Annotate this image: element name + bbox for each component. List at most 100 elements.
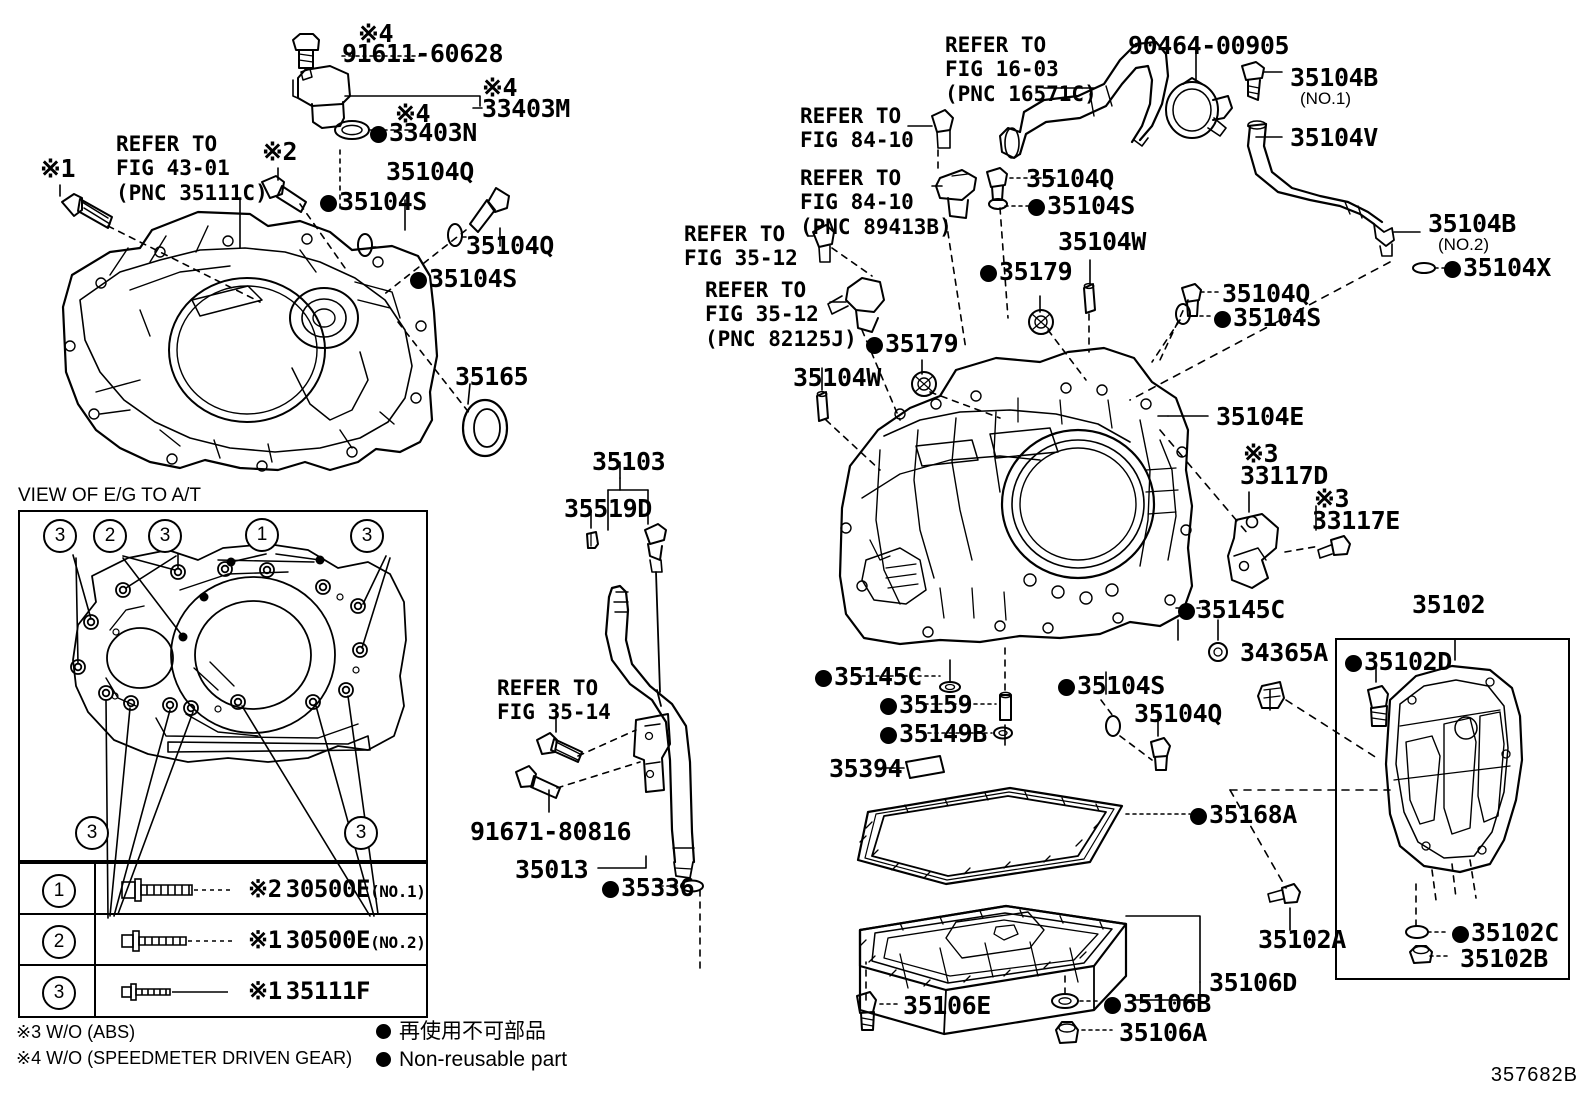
- callout-refer-fig-16-03: REFER TO FIG 16-03 (PNC 16571C): [945, 33, 1097, 106]
- callout-35336: 35336: [602, 874, 695, 901]
- non-reusable-dot: [1190, 808, 1207, 825]
- legend-non-reusable-jp: 再使用不可部品: [376, 1015, 546, 1045]
- non-reusable-dot: [815, 670, 832, 687]
- callout-33403N: 33403N: [370, 119, 477, 146]
- non-reusable-dot: [1345, 655, 1362, 672]
- non-reusable-dot: [1178, 603, 1195, 620]
- callout-35104Q-a: 35104Q: [386, 157, 474, 186]
- view-callout-3-b: 3: [148, 519, 182, 553]
- callout-35106A: 35106A: [1119, 1018, 1207, 1047]
- table-row-number: 1: [42, 874, 76, 908]
- callout-35104W-a: 35104W: [1058, 227, 1146, 256]
- callout-35104S-c: 35104S: [1028, 192, 1135, 219]
- callout-35104B-no2-suffix: (NO.2): [1438, 235, 1489, 254]
- callout-35159: 35159: [880, 691, 973, 718]
- callout-35104Q-e: 35104Q: [1134, 699, 1222, 728]
- callout-35104W-b: 35104W: [793, 363, 881, 392]
- callout-35104B-no1: 35104B: [1290, 63, 1378, 92]
- view-callout-3-a: 3: [43, 519, 77, 553]
- callout-35168A: 35168A: [1190, 801, 1297, 828]
- callout-91671-80816: 91671-80816: [470, 817, 632, 846]
- legend-non-reusable-en: Non-reusable part: [376, 1048, 567, 1072]
- callout-35102C: 35102C: [1452, 919, 1559, 946]
- non-reusable-dot: [1452, 926, 1469, 943]
- callout-mark-4-a: ※4: [358, 19, 394, 48]
- view-of-eg-to-at-box: [18, 510, 428, 862]
- callout-90464-00905: 90464-00905: [1128, 31, 1290, 60]
- callout-refer-fig-35-12-b: REFER TO FIG 35-12 (PNC 82125J): [705, 278, 857, 351]
- callout-refer-fig-43-01: REFER TO FIG 43-01 (PNC 35111C): [116, 132, 268, 205]
- callout-35104E: 35104E: [1216, 402, 1304, 431]
- callout-33117D: 33117D: [1240, 461, 1328, 490]
- callout-mark-3-b: ※3: [1314, 484, 1350, 513]
- callout-refer-fig-35-12-a: REFER TO FIG 35-12: [684, 222, 798, 271]
- callout-35102A: 35102A: [1258, 925, 1346, 954]
- non-reusable-dot: [880, 698, 897, 715]
- callout-mark-4-b: ※4: [482, 73, 518, 102]
- table-row-number: 2: [42, 925, 76, 959]
- non-reusable-dot: [370, 126, 387, 143]
- non-reusable-dot: [602, 881, 619, 898]
- table-column-divider: [94, 966, 96, 1017]
- note-mark-4: ※4 W/O (SPEEDMETER DRIVEN GEAR): [16, 1048, 353, 1068]
- callout-mark-1: ※1: [40, 154, 76, 183]
- view-callout-3-e: 3: [344, 816, 378, 850]
- callout-91611-60628: 91611-60628: [342, 39, 504, 68]
- view-callout-3-d: 3: [75, 816, 109, 850]
- note-mark-3: ※3 W/O (ABS): [16, 1022, 136, 1042]
- non-reusable-dot: [376, 1024, 391, 1039]
- callout-35103: 35103: [592, 447, 666, 476]
- callout-35104S-e: 35104S: [1058, 672, 1165, 699]
- callout-35104B-no2: 35104B: [1428, 209, 1516, 238]
- callout-35104V: 35104V: [1290, 123, 1378, 152]
- callout-35519D: 35519D: [564, 494, 652, 523]
- table-row-number: 3: [42, 976, 76, 1010]
- non-reusable-dot: [376, 1052, 391, 1067]
- non-reusable-dot: [866, 337, 883, 354]
- callout-35179-a: 35179: [980, 258, 1073, 285]
- callout-35013: 35013: [515, 855, 589, 884]
- view-callout-2: 2: [93, 519, 127, 553]
- view-callout-1: 1: [245, 518, 279, 552]
- callout-35145C-a: 35145C: [1178, 596, 1285, 623]
- non-reusable-dot: [320, 195, 337, 212]
- table-column-divider: [94, 864, 96, 913]
- callout-35104Q-c: 35104Q: [1026, 164, 1114, 193]
- non-reusable-dot: [410, 272, 427, 289]
- callout-35104X: 35104X: [1444, 254, 1551, 281]
- callout-33403M: 33403M: [482, 94, 570, 123]
- bolt-icon: [121, 930, 232, 952]
- callout-35104S-d: 35104S: [1214, 304, 1321, 331]
- callout-35106E: 35106E: [903, 991, 991, 1020]
- callout-35145C-b: 35145C: [815, 663, 922, 690]
- callout-refer-fig-84-10-a: REFER TO FIG 84-10: [800, 104, 914, 153]
- callout-35104B-no1-suffix: (NO.1): [1300, 89, 1351, 108]
- non-reusable-dot: [1444, 261, 1461, 278]
- callout-35104S-b: 35104S: [410, 265, 517, 292]
- callout-35102D: 35102D: [1345, 648, 1452, 675]
- non-reusable-dot: [880, 727, 897, 744]
- callout-33117E: 33117E: [1312, 506, 1400, 535]
- non-reusable-dot: [1058, 679, 1075, 696]
- callout-35179-b: 35179: [866, 330, 959, 357]
- table-column-divider: [94, 915, 96, 964]
- non-reusable-dot: [1214, 311, 1231, 328]
- callout-35106D: 35106D: [1209, 968, 1297, 997]
- callout-35165: 35165: [455, 362, 529, 391]
- sub-assembly-35102-box: [1335, 638, 1570, 980]
- callout-35102B: 35102B: [1460, 944, 1548, 973]
- callout-mark-2: ※2: [262, 137, 298, 166]
- callout-35106B: 35106B: [1104, 990, 1211, 1017]
- non-reusable-dot: [1028, 199, 1045, 216]
- callout-34365A: 34365A: [1240, 638, 1328, 667]
- callout-refer-fig-35-14: REFER TO FIG 35-14: [497, 676, 611, 725]
- callout-mark-3-a: ※3: [1243, 439, 1279, 468]
